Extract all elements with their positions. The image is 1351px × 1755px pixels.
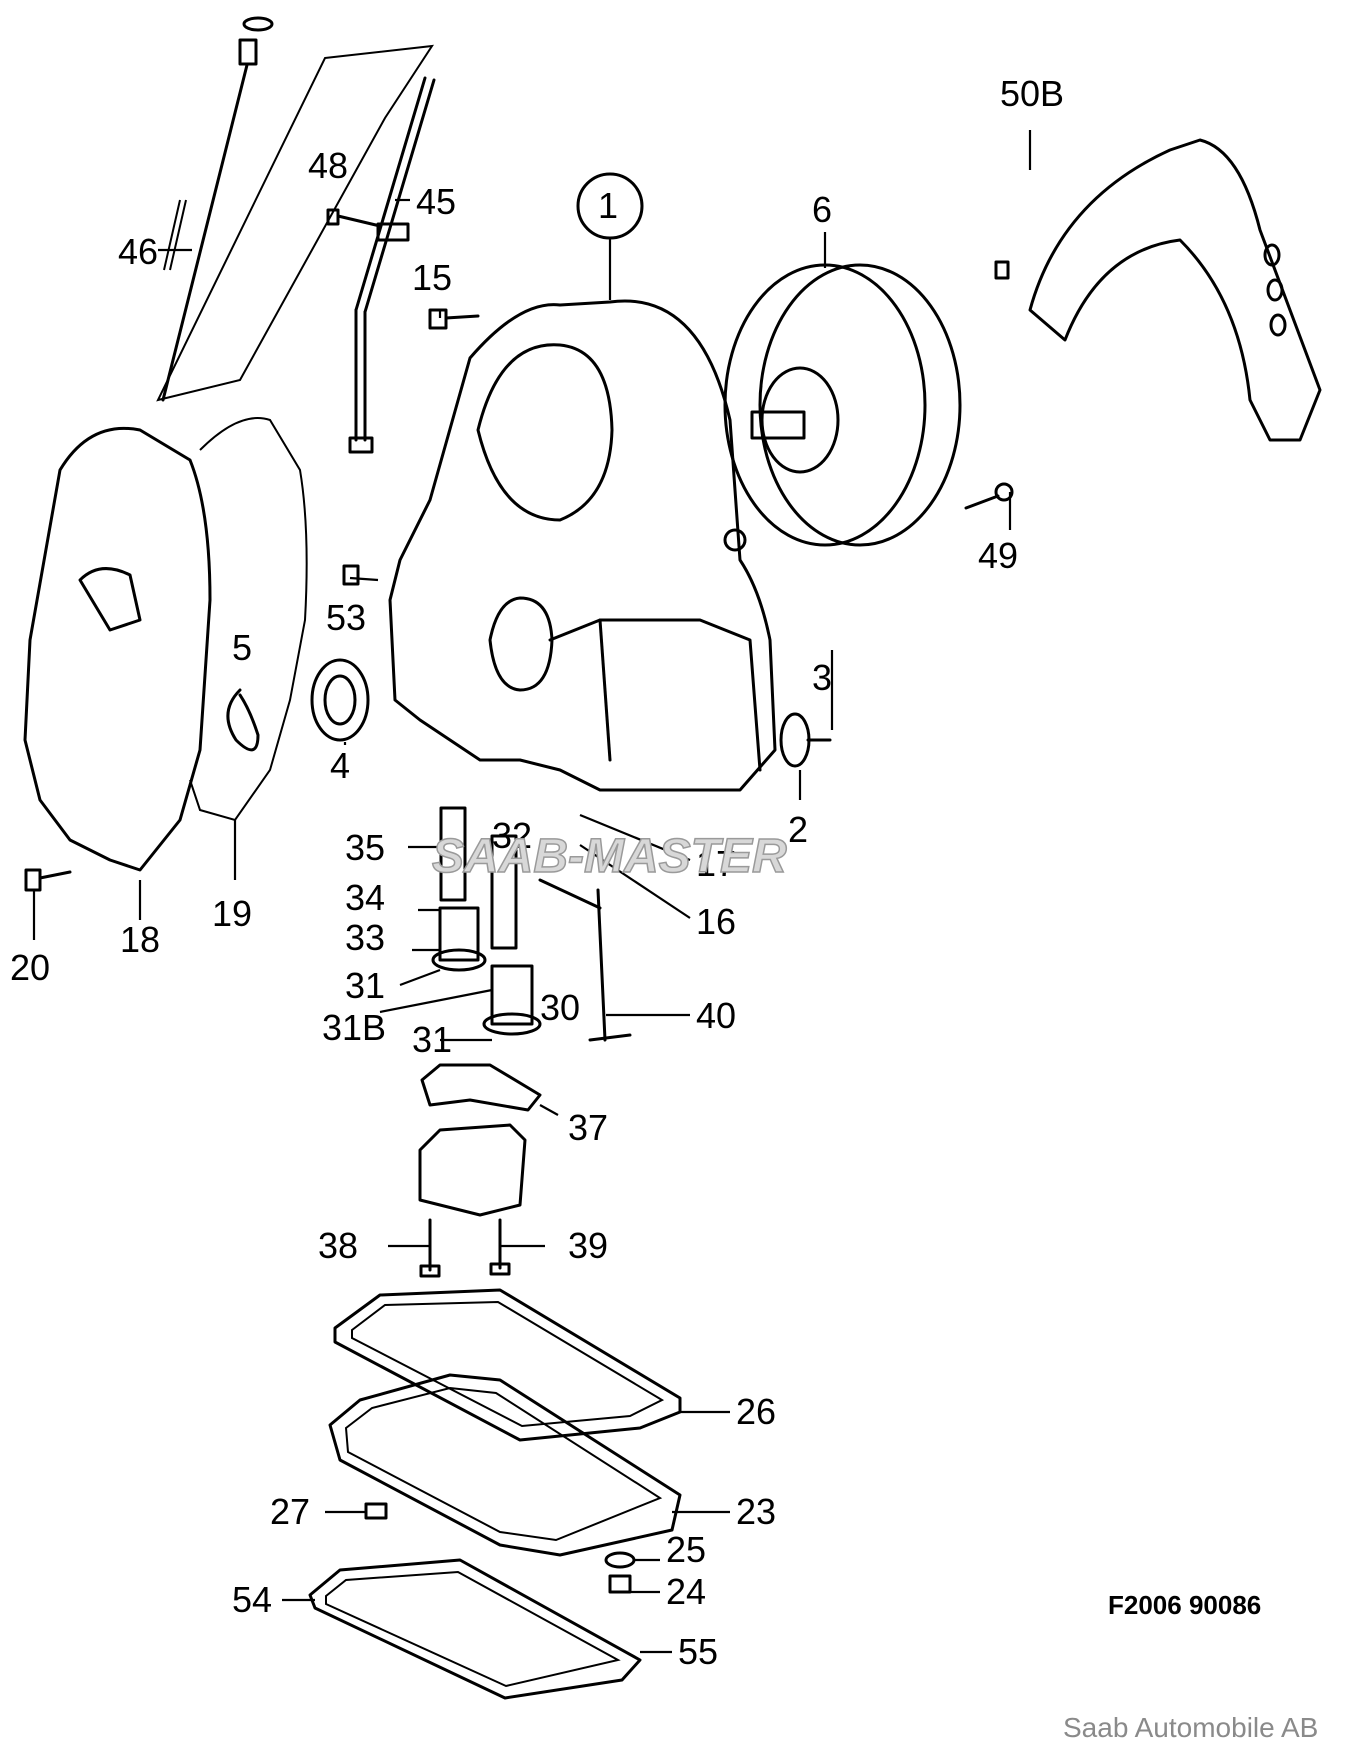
callout-19: 19 xyxy=(212,893,252,934)
callout-35: 35 xyxy=(345,827,385,868)
torque-converter-part xyxy=(723,263,962,547)
valve-parts xyxy=(431,906,542,1036)
callout-48: 48 xyxy=(308,145,348,186)
callout-31-upper: 31 xyxy=(345,965,385,1006)
callout-49: 49 xyxy=(978,535,1018,576)
cover-gasket-part xyxy=(189,417,308,822)
callout-31-lower: 31 xyxy=(412,1019,452,1060)
callout-31B: 31B xyxy=(322,1007,386,1048)
callout-45: 45 xyxy=(416,181,456,222)
callout-15: 15 xyxy=(412,257,452,298)
dipstick-part xyxy=(161,16,274,402)
callout-33: 33 xyxy=(345,917,385,958)
circlip-part xyxy=(226,688,260,752)
valve-body-part xyxy=(418,1123,527,1217)
callout-23: 23 xyxy=(736,1491,776,1532)
selector-lever-part xyxy=(538,878,632,1042)
cover-part xyxy=(23,426,212,872)
callout-24: 24 xyxy=(666,1571,706,1612)
seal-part xyxy=(310,658,370,742)
callout-18: 18 xyxy=(120,919,160,960)
misc-bolts-part xyxy=(24,208,1014,892)
callout-46: 46 xyxy=(118,231,158,272)
callout-3: 3 xyxy=(812,657,832,698)
callout-32: 32 xyxy=(492,815,532,856)
callout-20: 20 xyxy=(10,947,50,988)
springs-part xyxy=(439,806,518,950)
callout-27: 27 xyxy=(270,1491,310,1532)
callout-53: 53 xyxy=(326,597,366,638)
filler-tube-part xyxy=(156,44,436,454)
flex-plate-shield-part xyxy=(1028,138,1322,442)
callout-2: 2 xyxy=(788,809,808,850)
bolts-part xyxy=(419,1218,511,1278)
callout-34: 34 xyxy=(345,877,385,918)
callout-4: 4 xyxy=(330,745,350,786)
callout-39: 39 xyxy=(568,1225,608,1266)
drain-plug-part xyxy=(604,1551,636,1594)
callout-30: 30 xyxy=(540,987,580,1028)
oil-pan-part xyxy=(328,1373,682,1557)
callout-25: 25 xyxy=(666,1529,706,1570)
callout-16: 16 xyxy=(696,901,736,942)
detent-plate-part xyxy=(420,1063,542,1112)
callout-6: 6 xyxy=(812,189,832,230)
callout-26: 26 xyxy=(736,1391,776,1432)
callout-labels: 1 2 3 4 5 6 15 16 17 18 19 20 23 24 25 2… xyxy=(10,73,1064,1672)
callout-54: 54 xyxy=(232,1579,272,1620)
callout-50B: 50B xyxy=(1000,73,1064,114)
callout-1-circle xyxy=(576,172,644,240)
leader-lines xyxy=(32,130,1032,1654)
watermark: SAAB-MASTER xyxy=(432,830,787,883)
lower-gasket-part xyxy=(308,1558,642,1700)
callout-37: 37 xyxy=(568,1107,608,1148)
copyright: Saab Automobile AB xyxy=(1063,1712,1319,1743)
oil-pan-bolt-part xyxy=(364,1502,388,1520)
callout-5: 5 xyxy=(232,627,252,668)
callout-1: 1 xyxy=(598,185,618,226)
drawing-code: F2006 90086 xyxy=(1108,1590,1262,1620)
callout-55: 55 xyxy=(678,1631,718,1672)
converter-housing-part xyxy=(388,299,777,792)
callout-40: 40 xyxy=(696,995,736,1036)
callout-38: 38 xyxy=(318,1225,358,1266)
callout-17: 17 xyxy=(696,843,736,884)
